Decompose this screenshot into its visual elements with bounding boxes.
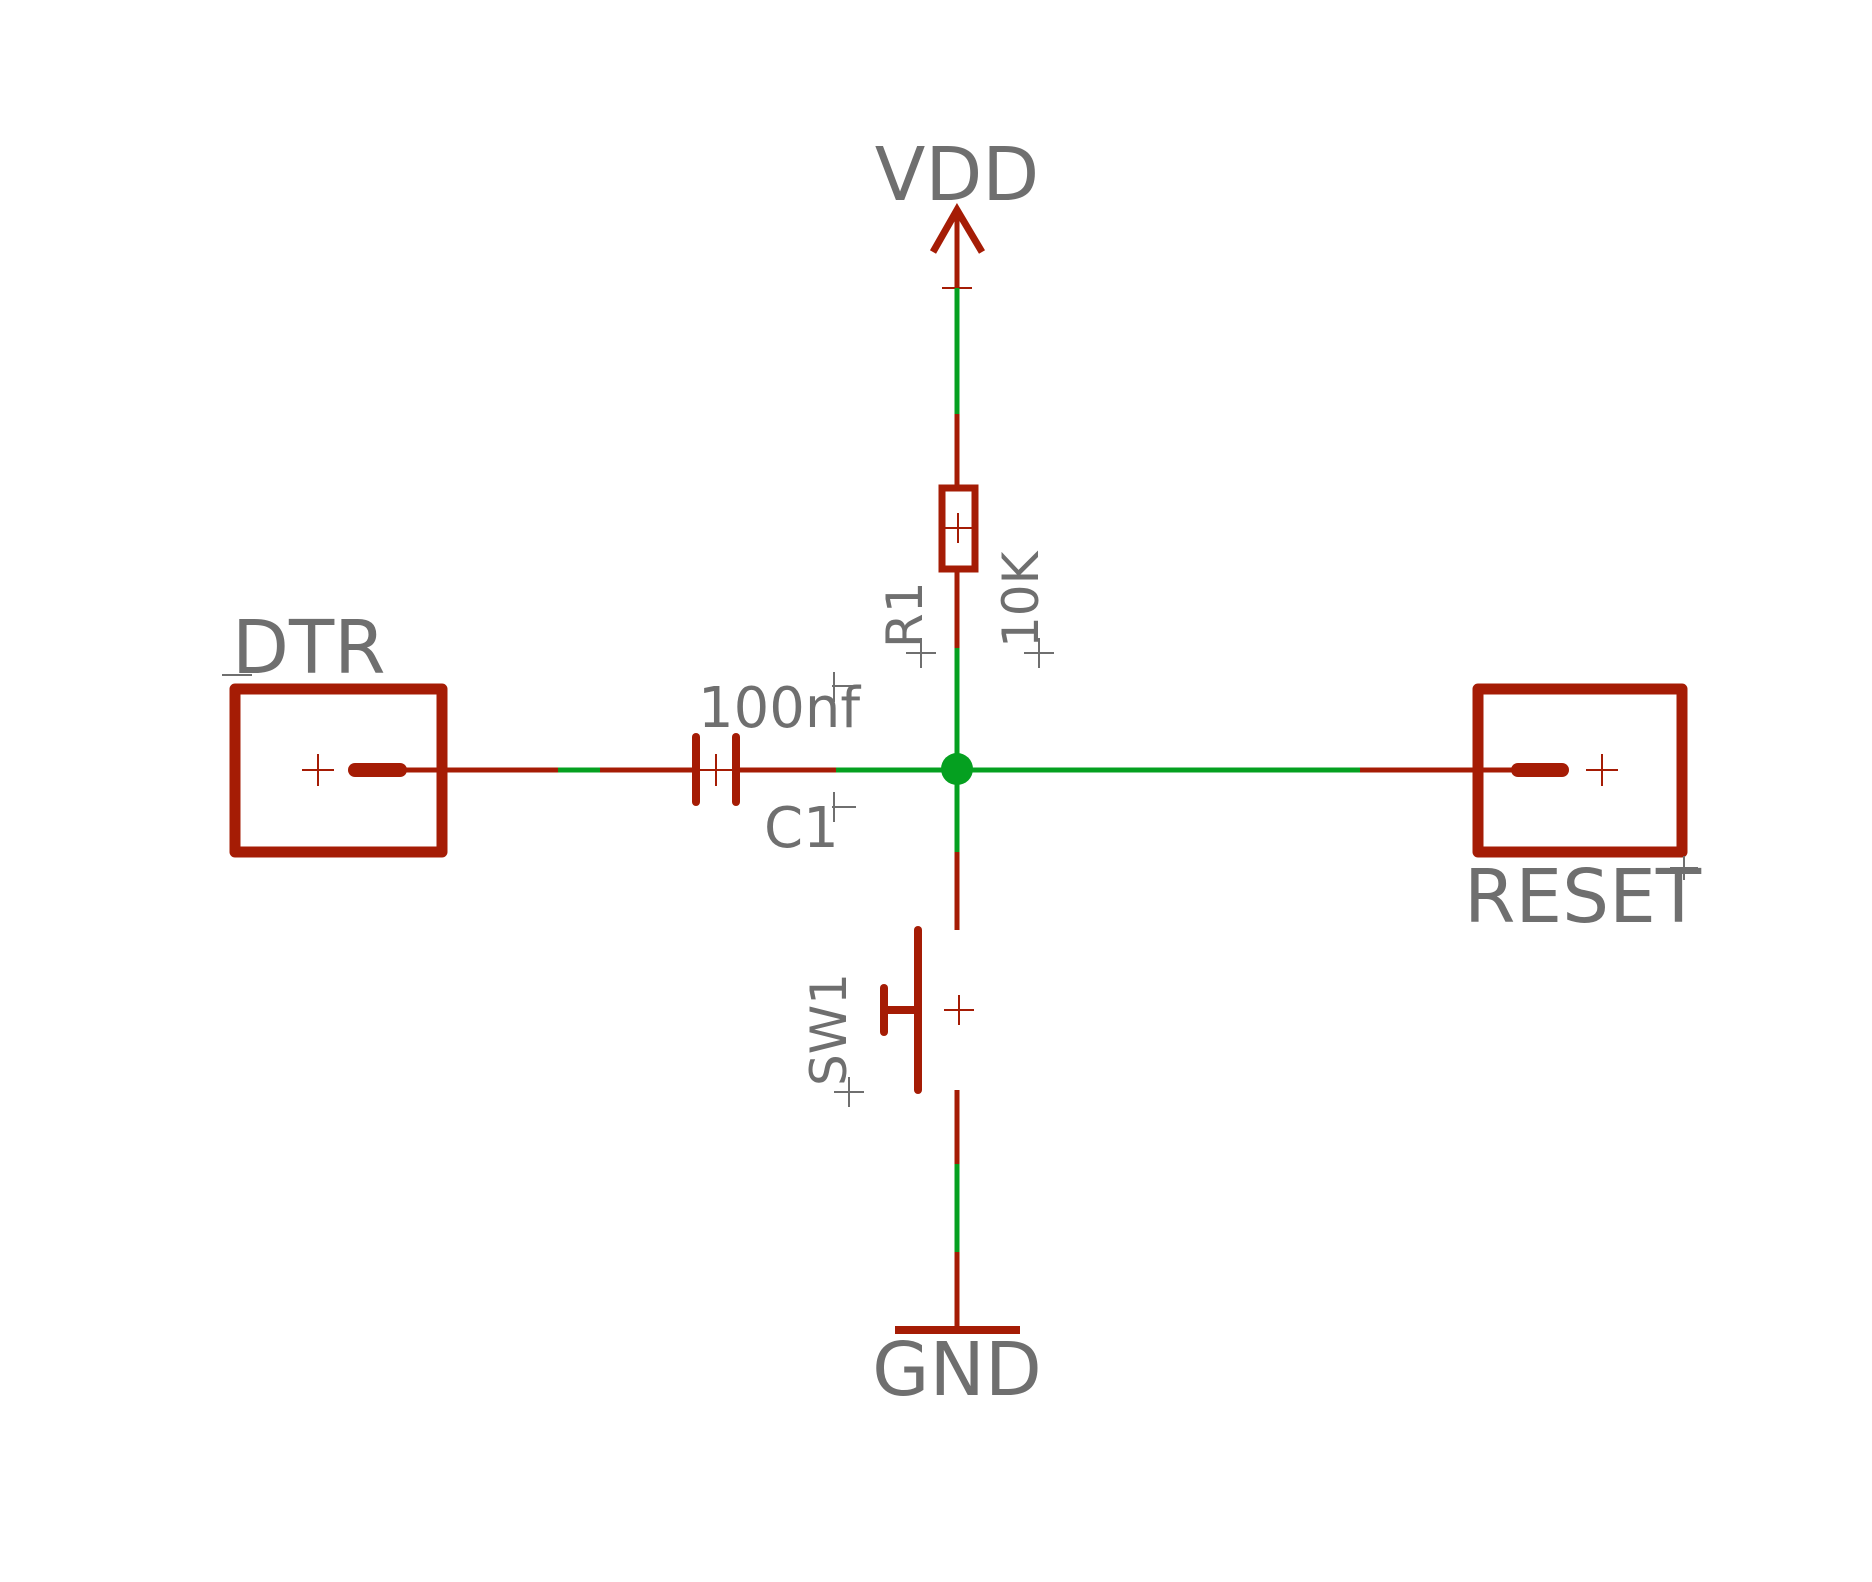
r1-name: R1 — [876, 581, 934, 648]
pushbutton-sw1[interactable] — [880, 926, 974, 1094]
gnd-label: GND — [872, 1327, 1042, 1413]
reset-label: RESET — [1464, 854, 1702, 940]
c1-name: C1 — [764, 796, 839, 861]
r1-value: 10K — [992, 550, 1050, 648]
vdd-arrow-icon — [929, 203, 986, 288]
junction-dot — [941, 753, 973, 785]
connector-reset[interactable] — [1472, 683, 1688, 858]
sw1-name: SW1 — [800, 973, 858, 1086]
dtr-label: DTR — [232, 605, 386, 691]
capacitor-c1[interactable] — [692, 733, 740, 806]
